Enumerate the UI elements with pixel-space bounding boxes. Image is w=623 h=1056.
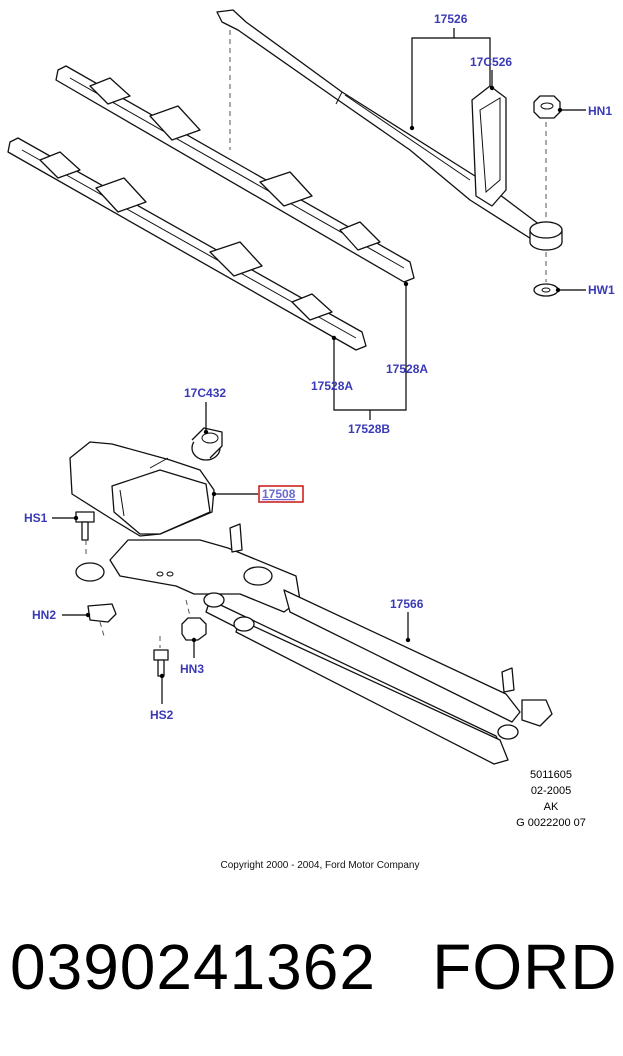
callout-hn1[interactable]: HN1 — [588, 104, 612, 118]
leader-lines — [52, 28, 586, 704]
grommet-17c432[interactable] — [191, 427, 223, 461]
callout-hs2[interactable]: HS2 — [150, 708, 174, 722]
wiper-blade-upper[interactable] — [55, 65, 415, 283]
nut-hn2[interactable] — [87, 603, 117, 623]
callout-17508[interactable]: 17508 — [262, 487, 296, 501]
arm-clip[interactable] — [471, 85, 507, 207]
callout-hn3[interactable]: HN3 — [180, 662, 204, 676]
bolt-hs1[interactable] — [75, 511, 95, 541]
bolt-hs2[interactable] — [153, 649, 169, 677]
highlight-box — [258, 485, 304, 503]
washer-hw1[interactable] — [533, 283, 559, 297]
callout-17526[interactable]: 17526 — [434, 12, 468, 26]
wiper-motor[interactable] — [69, 441, 215, 537]
callout-17528a-right[interactable]: 17528A — [386, 362, 428, 376]
drawing-metadata: 5011605 02-2005 AK G 0022200 07 — [491, 767, 611, 831]
drawing-number: 5011605 — [529, 769, 572, 781]
drawing-revision: AK — [543, 801, 559, 813]
callout-hn2[interactable]: HN2 — [32, 608, 56, 622]
drawing-code: G 0022200 07 — [516, 817, 586, 829]
nut-hn3[interactable] — [181, 617, 207, 641]
wiper-linkage[interactable] — [75, 523, 553, 765]
wiper-blade-lower[interactable] — [7, 137, 367, 351]
brand-name: FORD — [432, 931, 618, 1003]
callout-hs1[interactable]: HS1 — [24, 511, 48, 525]
nut-hn1[interactable] — [533, 95, 561, 119]
callout-17528b[interactable]: 17528B — [348, 422, 390, 436]
callout-hw1[interactable]: HW1 — [588, 283, 615, 297]
arm-pivot-hub — [529, 221, 563, 251]
part-number-footer: 0390241362 FORD — [10, 930, 618, 1004]
drawing-date: 02-2005 — [530, 785, 572, 797]
copyright-notice: Copyright 2000 - 2004, Ford Motor Compan… — [220, 860, 420, 871]
callout-17c432[interactable]: 17C432 — [184, 386, 226, 400]
callout-17c526[interactable]: 17C526 — [470, 55, 512, 69]
part-number: 0390241362 — [10, 931, 376, 1003]
callout-17528a-left[interactable]: 17528A — [311, 379, 353, 393]
callout-17566[interactable]: 17566 — [390, 597, 424, 611]
leader-dots — [73, 85, 563, 679]
